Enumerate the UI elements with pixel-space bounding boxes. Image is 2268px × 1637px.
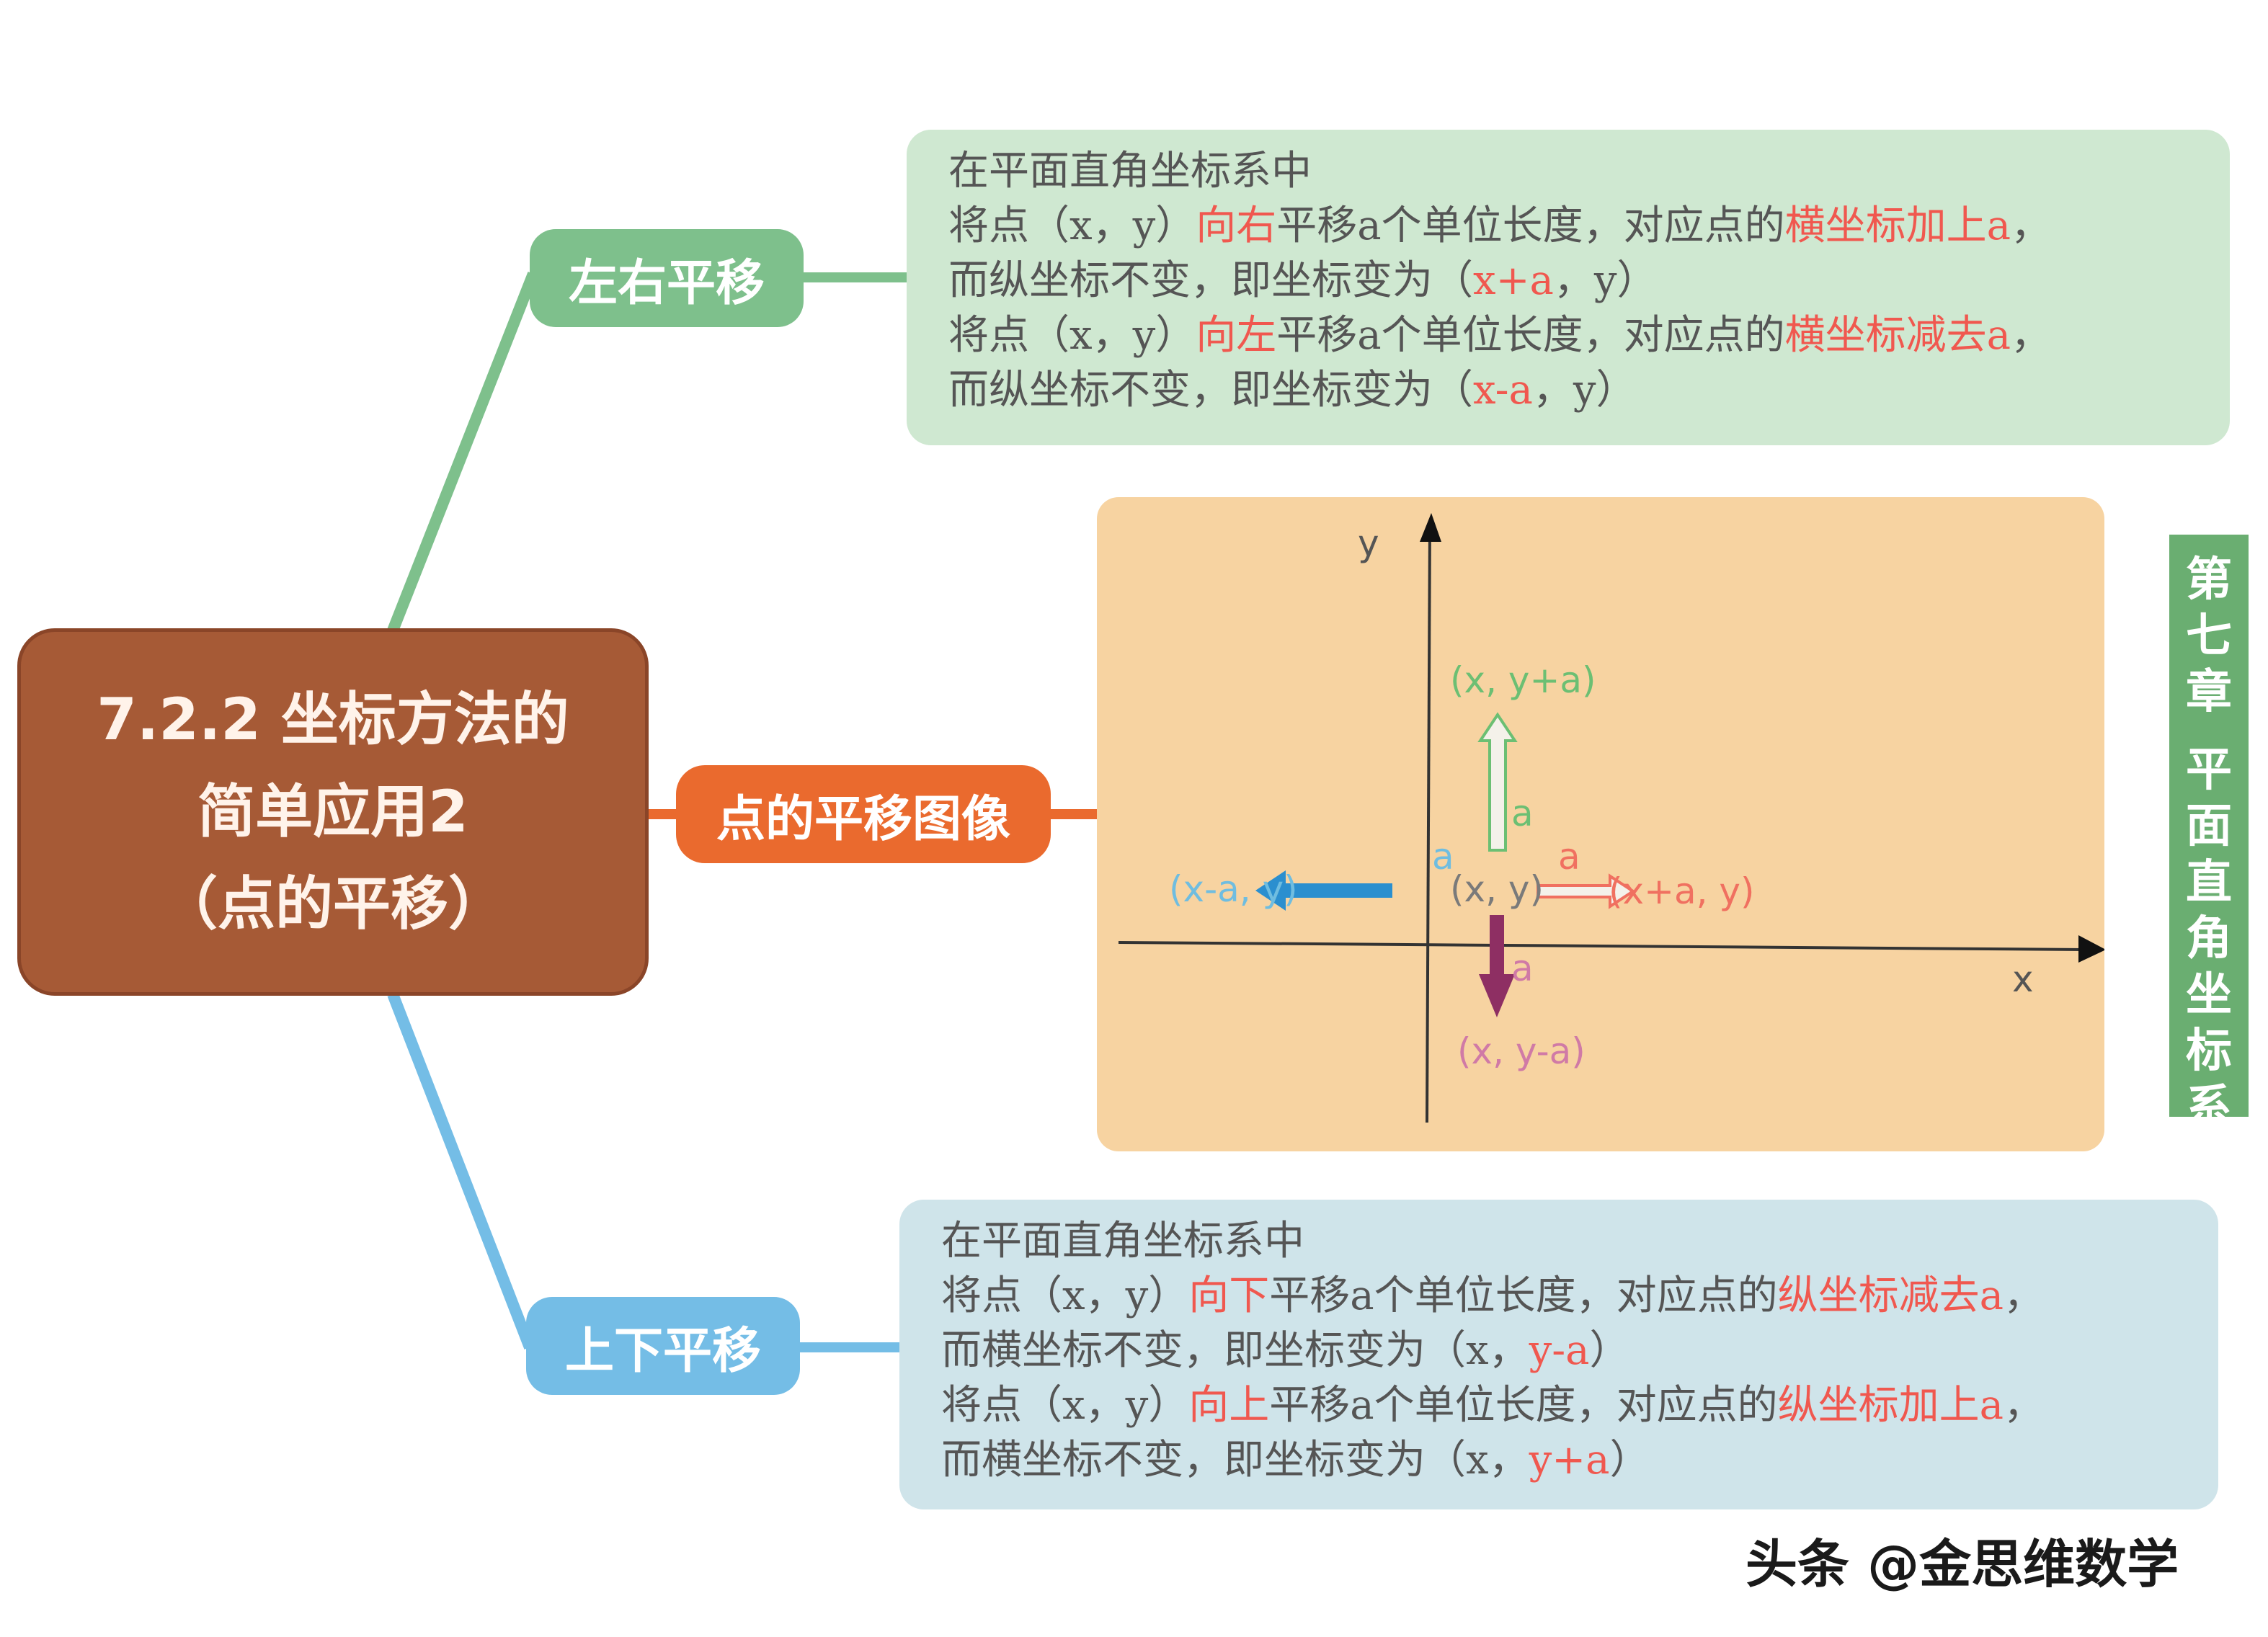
coordinate-axes (1118, 513, 2104, 1123)
chapter-char: 系 (2186, 1081, 2232, 1134)
rule-result-highlight: y+a (1529, 1437, 1610, 1484)
arrow-down-icon (1479, 974, 1515, 1017)
chapter-char: 章 (2186, 666, 2232, 719)
rule-middle: 平移a个单位长度，对应点的 (1269, 1382, 1778, 1429)
shift-left-label: a (1432, 836, 1454, 878)
rule-effect: 纵坐标加上a (1777, 1382, 2004, 1429)
branch-translation-graph[interactable]: 点的平移图像 (676, 765, 1051, 863)
branch-label: 点的平移图像 (716, 790, 1010, 848)
rule-result-prefix: 而纵坐标不变，即坐标变为（ (948, 367, 1473, 414)
left-right-rule-card: 在平面直角坐标系中 将点（x，y）向右平移a个单位长度，对应点的横坐标加上a， … (907, 130, 2230, 445)
rule-result-prefix: 而横坐标不变，即坐标变为（x， (941, 1437, 1529, 1484)
y-axis-label: y (1358, 522, 1379, 564)
chapter-char: 角 (2186, 912, 2232, 965)
point-right-label: (x+a, y) (1609, 870, 1755, 912)
chapter-char: 第 (2186, 553, 2232, 607)
watermark: 头条 @金思维数学 (1746, 1534, 2179, 1594)
rule-direction: 向上 (1188, 1382, 1270, 1429)
rule-result-highlight: y-a (1529, 1327, 1590, 1374)
card-intro: 在平面直角坐标系中 (948, 148, 1312, 195)
rule-middle: 平移a个单位长度，对应点的 (1276, 312, 1785, 359)
rule-end: ， (2004, 1382, 2044, 1429)
branch-label: 左右平移 (568, 254, 765, 312)
root-topic-node[interactable]: 7.2.2 坐标方法的 简单应用2 （点的平移） (17, 628, 649, 996)
branch-up-down-shift[interactable]: 上下平移 (526, 1297, 800, 1395)
arrow-left-icon (1255, 870, 1286, 911)
chapter-char: 标 (2186, 1025, 2232, 1078)
chapter-char: 坐 (2186, 968, 2232, 1022)
x-axis-arrow-icon (2078, 935, 2104, 963)
point-up-label: (x, y+a) (1450, 659, 1596, 701)
rule-result-highlight: x+a (1473, 257, 1554, 304)
rule-left-line-2: 而纵坐标不变，即坐标变为（x-a，y） (948, 363, 2201, 418)
arrow-up-icon (1477, 712, 1518, 852)
chapter-char: 平 (2186, 744, 2232, 797)
rule-effect: 横坐标减去a (1784, 312, 2011, 359)
branch-label: 上下平移 (564, 1322, 761, 1380)
root-title-line-1: 7.2.2 坐标方法的 (97, 686, 569, 753)
rule-end: ， (2011, 202, 2051, 249)
point-left-label: (x-a, y) (1169, 868, 1298, 910)
rule-end: ， (2011, 312, 2051, 359)
rule-right-line-2: 而纵坐标不变，即坐标变为（x+a，y） (948, 254, 2201, 308)
branch-left-right-shift[interactable]: 左右平移 (530, 229, 804, 327)
arrow-right-icon (1537, 873, 1636, 909)
shift-right-label: a (1558, 836, 1580, 878)
rule-up-line-1: 将点（x，y）向上平移a个单位长度，对应点的纵坐标加上a， (941, 1378, 2189, 1433)
rule-result-suffix: ，y） (1553, 257, 1658, 304)
rule-middle: 平移a个单位长度，对应点的 (1276, 202, 1785, 249)
y-axis (1426, 525, 1431, 1123)
point-down-label: (x, y-a) (1457, 1030, 1586, 1072)
y-axis-arrow-icon (1420, 513, 1441, 542)
root-title-line-3: （点的平移） (160, 870, 506, 937)
rule-prefix: 将点（x，y） (948, 312, 1196, 359)
shift-down-label: a (1511, 947, 1534, 989)
chapter-char (2186, 721, 2232, 742)
rule-middle: 平移a个单位长度，对应点的 (1269, 1272, 1778, 1319)
rule-down-line-1: 将点（x，y）向下平移a个单位长度，对应点的纵坐标减去a， (941, 1269, 2189, 1324)
x-axis (1118, 941, 2085, 951)
point-origin-label: (x, y) (1450, 868, 1544, 910)
rule-prefix: 将点（x，y） (941, 1272, 1189, 1319)
card-intro: 在平面直角坐标系中 (941, 1218, 1304, 1264)
rule-prefix: 将点（x，y） (948, 202, 1196, 249)
chapter-tab: 第 七 章 平 面 直 角 坐 标 系 (2169, 535, 2249, 1134)
rule-result-highlight: x-a (1473, 367, 1533, 414)
rule-result-suffix: ） (1589, 1327, 1630, 1374)
rule-up-line-2: 而横坐标不变，即坐标变为（x，y+a） (941, 1433, 2189, 1488)
arrow-left-shaft (1277, 883, 1392, 898)
rule-direction: 向左 (1196, 312, 1277, 359)
rule-result-prefix: 而纵坐标不变，即坐标变为（ (948, 257, 1473, 304)
rule-result-suffix: ，y） (1532, 367, 1637, 414)
rule-left-line-1: 将点（x，y）向左平移a个单位长度，对应点的横坐标减去a， (948, 308, 2201, 363)
rule-effect: 纵坐标减去a (1777, 1272, 2004, 1319)
rule-effect: 横坐标加上a (1784, 202, 2011, 249)
rule-end: ， (2004, 1272, 2044, 1319)
shift-up-label: a (1511, 793, 1534, 834)
root-title-line-2: 简单应用2 (197, 778, 468, 845)
rule-result-prefix: 而横坐标不变，即坐标变为（x， (941, 1327, 1529, 1374)
rule-right-line-1: 将点（x，y）向右平移a个单位长度，对应点的横坐标加上a， (948, 199, 2201, 254)
rule-direction: 向右 (1196, 202, 1277, 249)
translation-diagram: y x (x, y+a) a (x, y) (x-a, y) a (x+a, y… (1097, 497, 2104, 1151)
chapter-char: 直 (2186, 856, 2232, 909)
up-down-rule-card: 在平面直角坐标系中 将点（x，y）向下平移a个单位长度，对应点的纵坐标减去a， … (899, 1200, 2218, 1509)
rule-prefix: 将点（x，y） (941, 1382, 1189, 1429)
rule-result-suffix: ） (1609, 1437, 1650, 1484)
rule-direction: 向下 (1188, 1272, 1270, 1319)
chapter-char: 面 (2186, 800, 2232, 853)
x-axis-label: x (2012, 958, 2034, 1000)
arrow-down-shaft (1490, 915, 1504, 981)
rule-down-line-2: 而横坐标不变，即坐标变为（x，y-a） (941, 1324, 2189, 1378)
chapter-char: 七 (2186, 610, 2232, 663)
